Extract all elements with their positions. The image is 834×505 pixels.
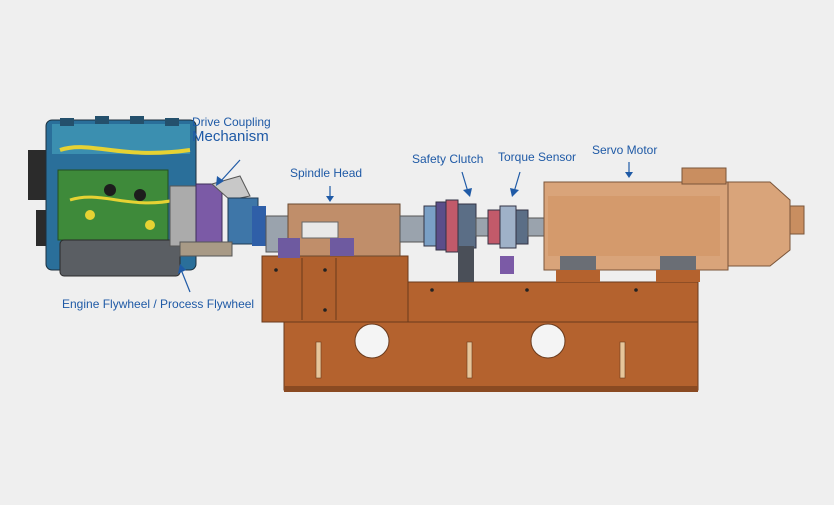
torque-sensor-arrow bbox=[510, 171, 521, 197]
base-frame bbox=[261, 255, 699, 392]
drive-coupling-mechanism bbox=[169, 175, 266, 257]
torque-sensor-label: Torque Sensor bbox=[498, 150, 577, 164]
torque-sensor bbox=[475, 205, 549, 274]
drive-coupling-arrow bbox=[216, 159, 241, 186]
servo-motor-label: Servo Motor bbox=[592, 143, 658, 157]
spindle-head-label: Spindle Head bbox=[290, 166, 363, 180]
engine bbox=[28, 116, 197, 277]
servo-motor-arrow bbox=[625, 162, 633, 178]
annotation-arrows bbox=[178, 159, 633, 293]
servo-motor bbox=[543, 167, 805, 282]
safety-clutch-label: Safety Clutch bbox=[412, 152, 484, 166]
spindle-head-arrow bbox=[326, 186, 334, 202]
drive-coupling-label-line2: Mechanism bbox=[192, 128, 269, 145]
engine-flywheel-label: Engine Flywheel / Process Flywheel bbox=[62, 297, 255, 311]
safety-clutch bbox=[423, 199, 477, 282]
spindle-head bbox=[265, 203, 429, 258]
safety-clutch-arrow bbox=[461, 171, 472, 197]
engine-flywheel-arrow bbox=[178, 264, 191, 293]
drive-coupling-label-line1: Drive Coupling bbox=[192, 115, 271, 129]
